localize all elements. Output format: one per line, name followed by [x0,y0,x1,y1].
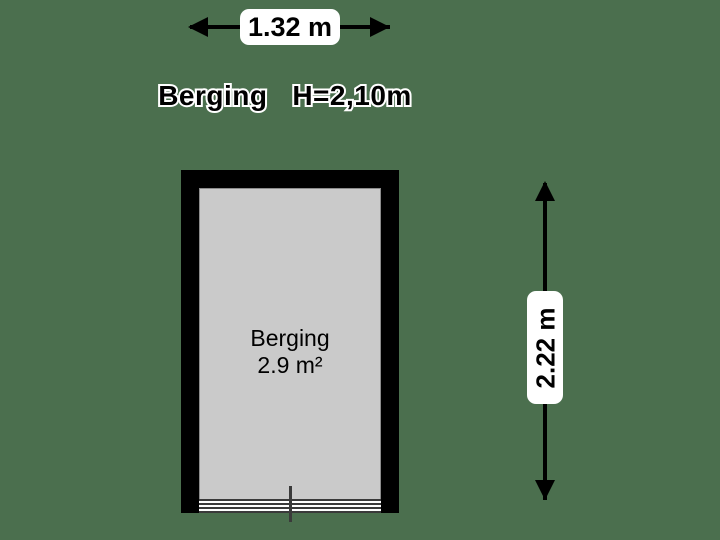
height-dimension-label: 2.22 m [527,291,563,404]
wall-right [381,170,399,513]
wall-left [181,170,199,513]
arrow-left-icon [188,17,208,37]
arrow-right-icon [370,17,390,37]
width-dimension-label: 1.32 m [240,9,340,45]
room-berging: Berging 2.9 m² [181,170,399,522]
room-floor [199,188,381,499]
wall-top [181,170,399,188]
height-dimension-text: 2.22 m [530,307,561,388]
arrow-down-icon [535,480,555,500]
wall-bottom-left [181,499,199,513]
wall-bottom-right [381,499,399,513]
door-center-marker [289,486,292,522]
page-title: Berging H=2,10m [156,78,413,113]
arrow-up-icon [535,181,555,201]
